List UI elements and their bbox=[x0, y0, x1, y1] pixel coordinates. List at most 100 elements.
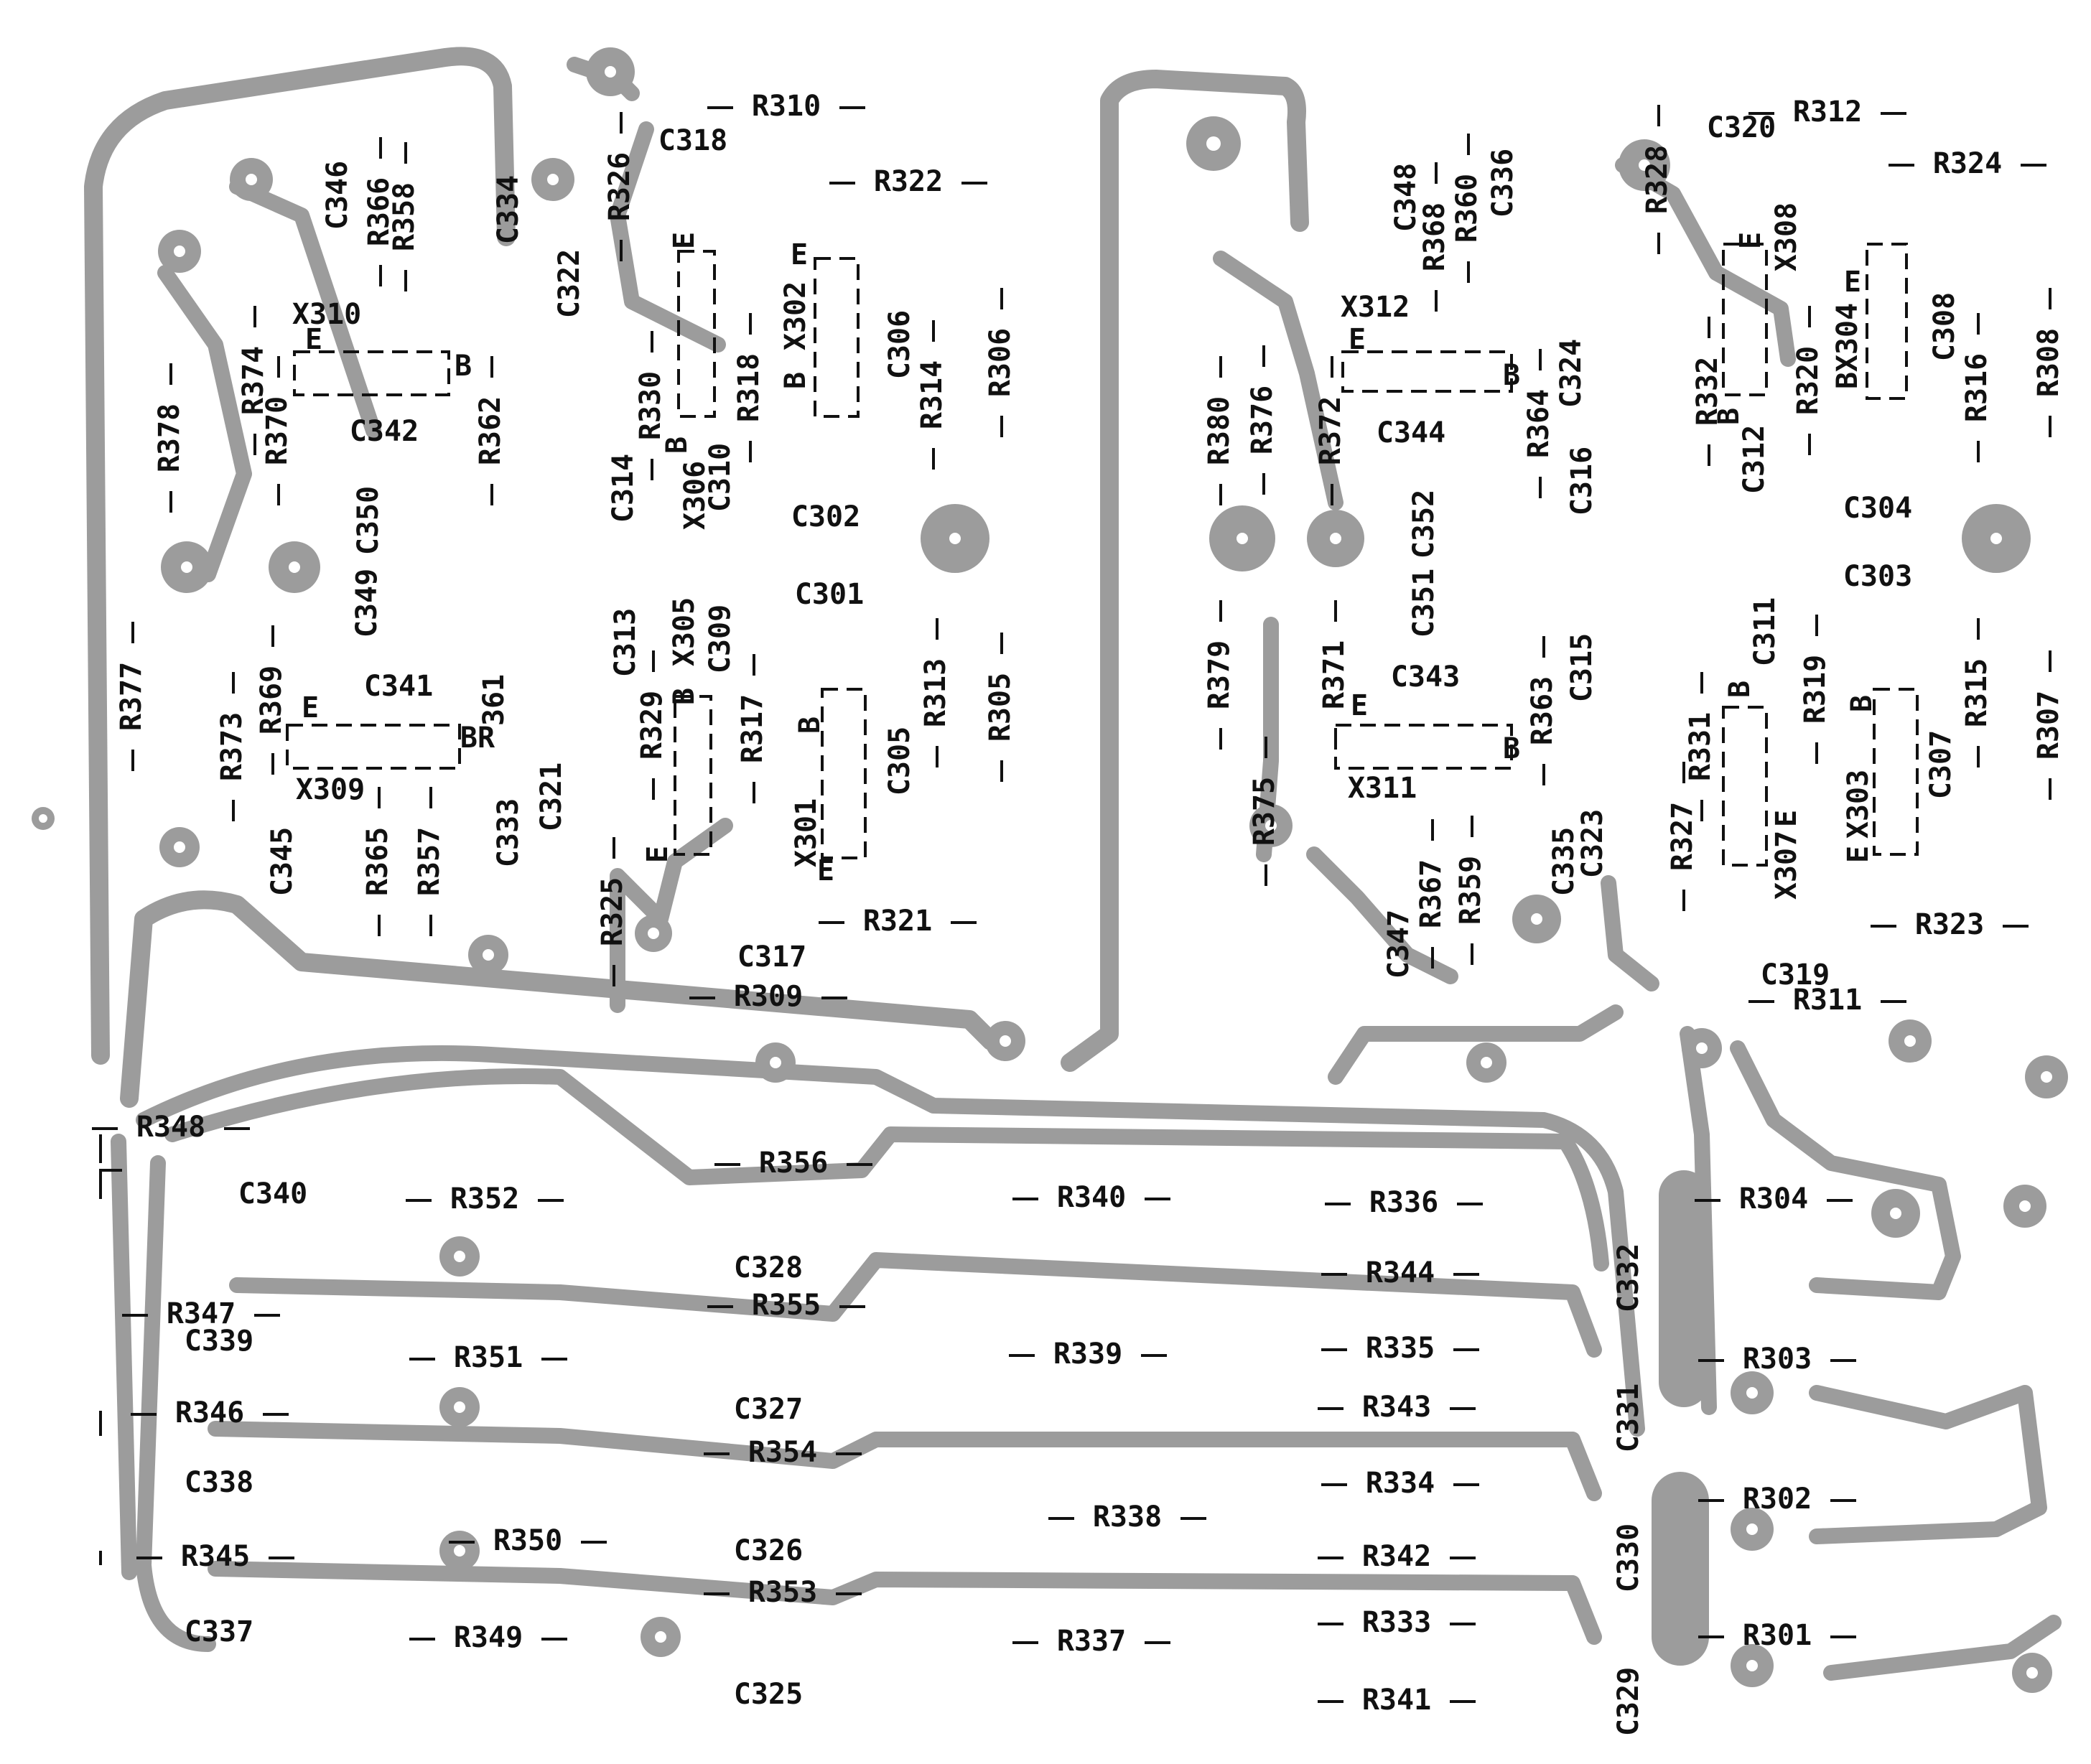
component-label: C322 bbox=[553, 249, 586, 318]
component-label: R378 bbox=[153, 403, 186, 472]
component-label: C303 bbox=[1843, 560, 1912, 593]
component-label: R371 bbox=[1318, 640, 1351, 709]
component-label: R307 bbox=[2032, 691, 2065, 760]
component-label: R303 bbox=[1743, 1343, 1812, 1376]
component-label: BR bbox=[460, 722, 495, 755]
component-label: R323 bbox=[1915, 908, 1984, 941]
component-label: C309 bbox=[704, 605, 737, 673]
component-label: E bbox=[791, 238, 808, 271]
component-label: R325 bbox=[596, 877, 629, 946]
component-label: R331 bbox=[1684, 712, 1717, 781]
solder-pads bbox=[32, 47, 2068, 1693]
component-label: C307 bbox=[1924, 730, 1957, 799]
component-label: E bbox=[1351, 689, 1368, 722]
component-label: R373 bbox=[215, 712, 248, 781]
component-label: C349 bbox=[350, 569, 383, 638]
component-label: R354 bbox=[748, 1436, 817, 1469]
component-label: R380 bbox=[1203, 396, 1236, 465]
component-label: R379 bbox=[1203, 640, 1236, 709]
component-label: 361 bbox=[478, 674, 511, 726]
component-label: R362 bbox=[474, 396, 507, 465]
component-label: C342 bbox=[350, 415, 419, 448]
component-label: C324 bbox=[1555, 339, 1588, 408]
component-label: B bbox=[779, 372, 812, 389]
component-label: X305 bbox=[668, 597, 701, 666]
component-label: R366 bbox=[363, 177, 396, 246]
component-label: C311 bbox=[1748, 597, 1782, 666]
component-label: C332 bbox=[1612, 1243, 1645, 1312]
component-label: R355 bbox=[752, 1289, 821, 1322]
component-label: R326 bbox=[603, 152, 636, 221]
component-label: C351 bbox=[1407, 569, 1440, 638]
component-label: C302 bbox=[791, 500, 860, 533]
component-label: R351 bbox=[454, 1341, 523, 1374]
component-label: B bbox=[1503, 732, 1520, 765]
component-label: R343 bbox=[1362, 1391, 1431, 1424]
component-label: B bbox=[1713, 408, 1746, 425]
component-label: R332 bbox=[1691, 357, 1724, 426]
component-label: R320 bbox=[1792, 346, 1825, 415]
component-label: C338 bbox=[185, 1466, 253, 1499]
component-label: R335 bbox=[1366, 1332, 1435, 1365]
component-label: B bbox=[668, 688, 701, 705]
component-label: C301 bbox=[795, 578, 864, 611]
component-label: E bbox=[1842, 846, 1875, 863]
component-label: C313 bbox=[609, 608, 642, 677]
component-label: E bbox=[668, 232, 701, 249]
component-label: C314 bbox=[607, 454, 640, 523]
component-label: C344 bbox=[1377, 416, 1445, 449]
component-label: R319 bbox=[1799, 655, 1832, 724]
component-label: R376 bbox=[1246, 386, 1279, 454]
component-label: C337 bbox=[185, 1615, 253, 1648]
component-label: R367 bbox=[1415, 859, 1448, 928]
component-label: R347 bbox=[167, 1297, 236, 1330]
component-label: C343 bbox=[1391, 661, 1460, 694]
component-label: E bbox=[302, 691, 319, 724]
component-label: R305 bbox=[984, 673, 1017, 742]
component-label: R368 bbox=[1418, 202, 1451, 271]
component-label: R360 bbox=[1450, 174, 1484, 243]
component-label: R311 bbox=[1793, 984, 1862, 1017]
component-label: R321 bbox=[863, 905, 932, 938]
component-label: C315 bbox=[1565, 633, 1598, 702]
component-label: C331 bbox=[1612, 1383, 1645, 1452]
component-label: R339 bbox=[1053, 1338, 1122, 1371]
component-label: R375 bbox=[1248, 777, 1281, 846]
component-label: X311 bbox=[1348, 772, 1417, 805]
component-label: B bbox=[1845, 695, 1878, 712]
component-label: E bbox=[305, 323, 322, 356]
component-label: C306 bbox=[883, 310, 916, 379]
component-label: R341 bbox=[1362, 1684, 1431, 1717]
component-label: B bbox=[455, 350, 472, 383]
component-outlines bbox=[99, 243, 1919, 1565]
component-label: R357 bbox=[413, 827, 446, 896]
component-label: R317 bbox=[736, 694, 769, 763]
component-label: C340 bbox=[238, 1177, 307, 1210]
component-label: R359 bbox=[1454, 856, 1487, 925]
component-label: B bbox=[793, 717, 826, 734]
component-label: R306 bbox=[984, 328, 1017, 397]
component-label: R322 bbox=[874, 165, 943, 198]
component-label: E bbox=[1349, 323, 1366, 356]
component-label: B bbox=[1503, 359, 1520, 392]
component-label: X302 bbox=[779, 281, 812, 350]
component-label: C327 bbox=[734, 1393, 803, 1426]
component-label: R324 bbox=[1933, 147, 2002, 180]
component-label: E bbox=[1844, 266, 1861, 299]
component-label: X307 bbox=[1770, 831, 1803, 900]
component-label: R302 bbox=[1743, 1483, 1812, 1516]
component-label: C346 bbox=[321, 161, 354, 230]
component-label: R312 bbox=[1793, 95, 1862, 129]
component-label: C330 bbox=[1612, 1523, 1645, 1592]
component-label: C316 bbox=[1565, 447, 1598, 515]
component-label: R342 bbox=[1362, 1540, 1431, 1573]
component-label: R330 bbox=[634, 371, 667, 440]
component-label: R336 bbox=[1369, 1186, 1438, 1219]
component-label: R327 bbox=[1666, 802, 1699, 871]
component-label: C321 bbox=[535, 762, 568, 831]
component-label: R363 bbox=[1526, 676, 1559, 745]
component-label: R340 bbox=[1057, 1181, 1126, 1214]
component-label: R358 bbox=[388, 182, 421, 251]
component-label: B bbox=[661, 437, 694, 454]
